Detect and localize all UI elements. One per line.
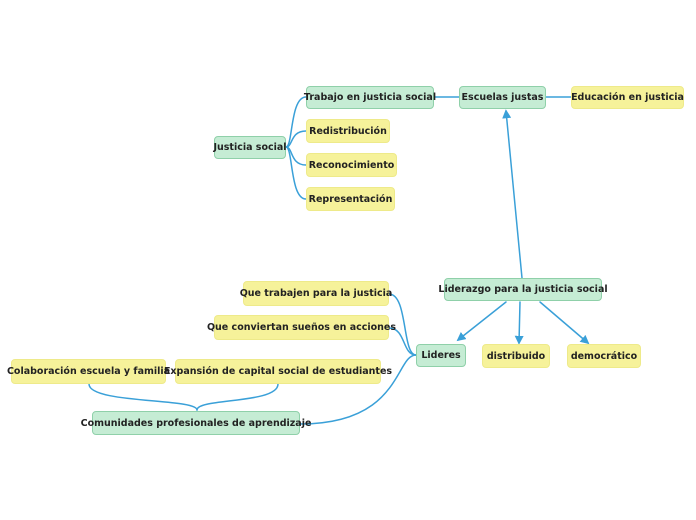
node-que-trabajen[interactable]: Que trabajen para la justicia: [240, 281, 392, 306]
node-que-conviertan[interactable]: Que conviertan sueños en acciones: [207, 315, 396, 340]
node-lideres[interactable]: Lideres: [416, 344, 466, 367]
node-educacion-justicia[interactable]: Educación en justicia: [571, 86, 684, 109]
node-distribuido[interactable]: distribuido: [482, 344, 550, 368]
node-redistribucion[interactable]: Redistribución: [306, 119, 390, 143]
link-justicia-redistribucion: [285, 130, 307, 148]
node-liderazgo[interactable]: Liderazgo para la justicia social: [438, 278, 608, 301]
node-reconocimiento[interactable]: Reconocimiento: [306, 153, 397, 177]
link-lideres-que-trabajen: [388, 293, 417, 356]
node-expansion[interactable]: Expansión de capital social de estudiant…: [164, 359, 392, 384]
link-justicia-representacion: [285, 146, 307, 200]
node-colaboracion[interactable]: Colaboración escuela y familia: [7, 359, 170, 384]
link-liderazgo-escuelas: [502, 109, 523, 279]
link-liderazgo-lideres: [456, 301, 507, 342]
node-comunidades[interactable]: Comunidades profesionales de aprendizaje: [81, 411, 311, 435]
node-trabajo-justicia-social[interactable]: Trabajo en justicia social: [304, 86, 436, 109]
link-comunidades-colaboracion: [88, 383, 198, 411]
node-justicia-social[interactable]: Justicia social: [213, 136, 287, 159]
link-lideres-comunidades: [299, 354, 417, 425]
node-representacion[interactable]: Representación: [306, 187, 395, 211]
node-escuelas-justas[interactable]: Escuelas justas: [459, 86, 546, 109]
link-lideres-que-conviertan: [388, 327, 417, 356]
node-democratico[interactable]: democrático: [567, 344, 641, 368]
link-justicia-trabajo: [285, 96, 307, 148]
link-comunidades-expansion: [196, 383, 279, 411]
link-liderazgo-distribuido: [514, 301, 524, 345]
link-liderazgo-democratico: [539, 301, 590, 345]
